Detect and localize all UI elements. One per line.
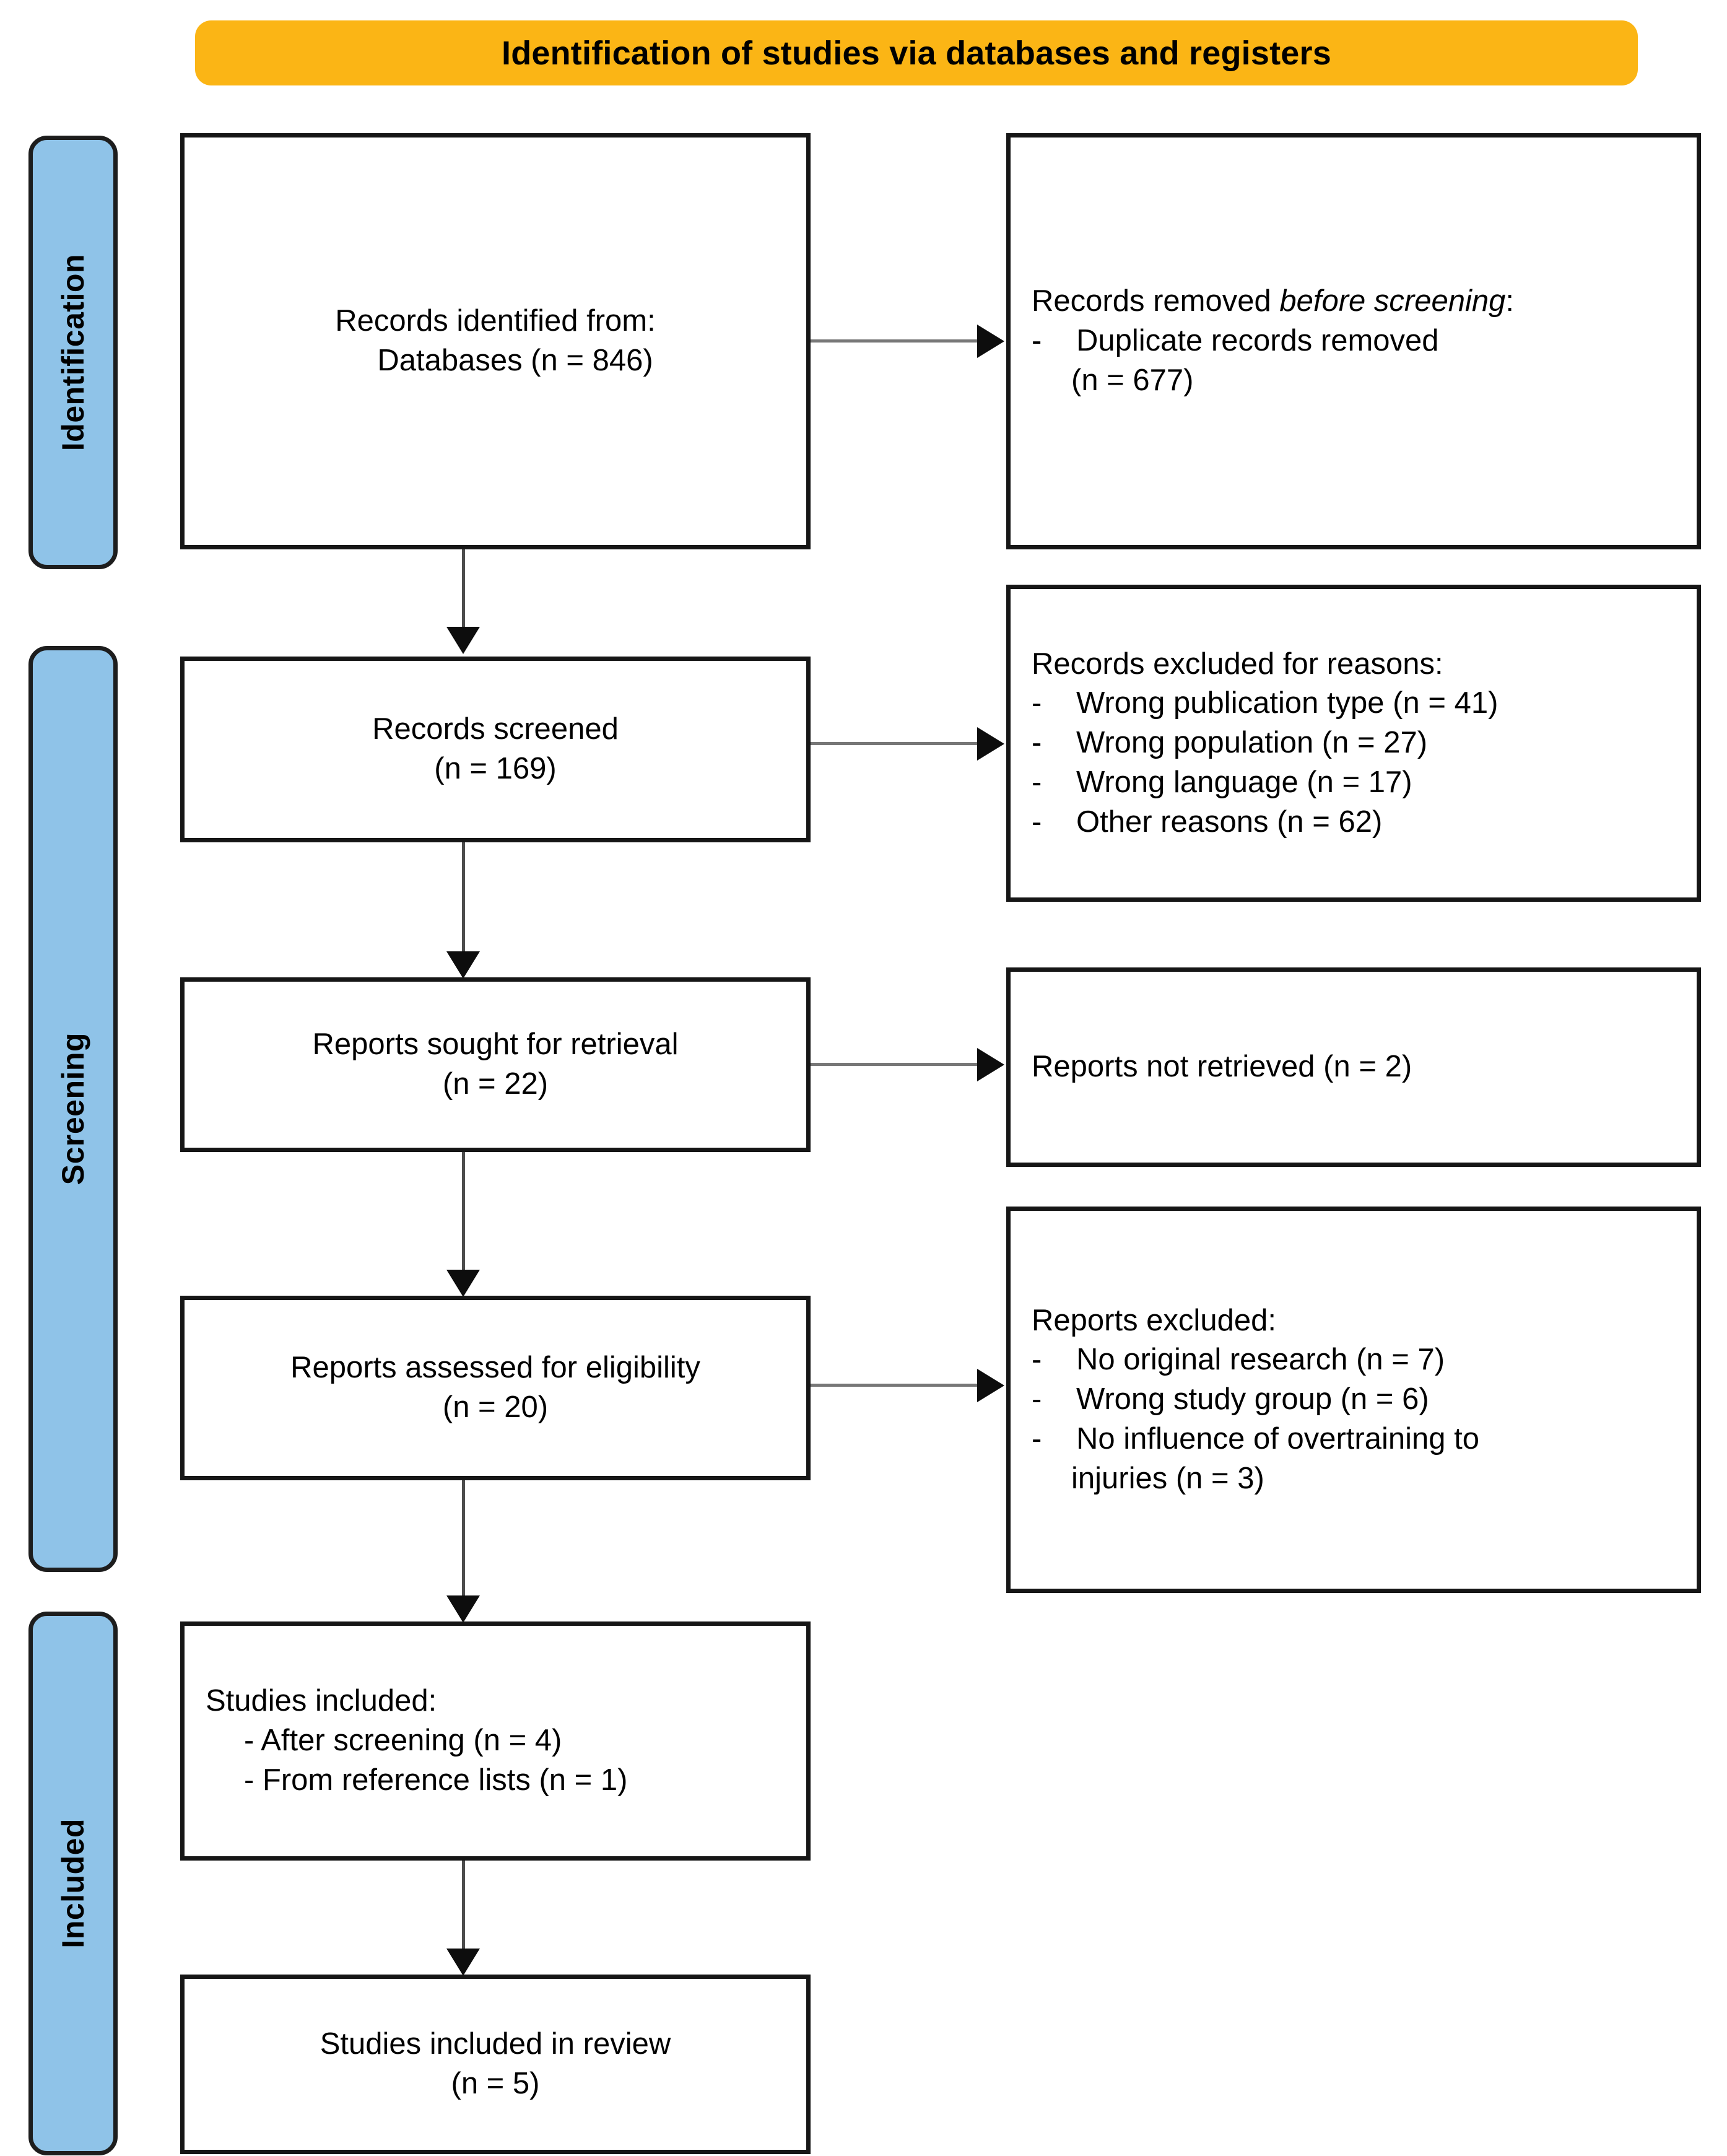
records-screened-line2: (n = 169) (434, 752, 557, 785)
connector-screened-to-excluded-line (811, 742, 979, 745)
connector-assessed-to-reportsexcluded-line (811, 1384, 979, 1387)
box-reports-assessed: Reports assessed for eligibility (n = 20… (180, 1296, 811, 1480)
stage-label-screening: Screening (56, 1032, 90, 1185)
connector-included-to-review-arrowhead (446, 1949, 480, 1976)
studies-included-line-b: - From reference lists (n = 1) (244, 1763, 628, 1797)
connector-identified-to-removed-line (811, 339, 979, 343)
bullet-dash-icon: - (1032, 1382, 1042, 1416)
bullet-dash-icon: - (1032, 1421, 1042, 1456)
reports-excluded-continuation: injuries (n = 3) (1071, 1461, 1264, 1495)
records-removed-title: Records removed before screening: (1032, 282, 1514, 321)
box-reports-not-retrieved: Reports not retrieved (n = 2) (1006, 967, 1701, 1167)
bullet-dash-icon: - (1032, 1343, 1042, 1377)
reports-not-retrieved-line1: Reports not retrieved (n = 2) (1032, 1050, 1412, 1084)
connector-sought-to-notretrieved-arrowhead (977, 1048, 1004, 1081)
reports-assessed-line1: Reports assessed for eligibility (290, 1351, 700, 1385)
studies-included-title: Studies included: (206, 1684, 437, 1718)
connector-sought-to-assessed-line (462, 1152, 465, 1273)
records-removed-title-end: : (1505, 284, 1514, 318)
reports-excluded-item: - No influence of overtraining to (1032, 1420, 1479, 1459)
records-removed-bullet-cont: (n = 677) (1071, 363, 1194, 397)
stage-tab-screening: Screening (28, 646, 118, 1572)
records-identified-line2: Databases (n = 846) (377, 344, 653, 377)
reports-excluded-item-text: Wrong study group (n = 6) (1076, 1382, 1429, 1416)
box-studies-included: Studies included: - After screening (n =… (180, 1621, 811, 1861)
box-records-excluded-reasons: Records excluded for reasons: - Wrong pu… (1006, 585, 1701, 902)
bullet-dash-icon: - (1032, 765, 1042, 799)
included-review-line1: Studies included in review (320, 2027, 671, 2061)
connector-assessed-to-reportsexcluded-arrowhead (977, 1369, 1004, 1402)
included-review-line2: (n = 5) (451, 2067, 540, 2100)
stage-label-included: Included (56, 1818, 90, 1949)
records-identified-line1: Records identified from: (335, 304, 656, 338)
box-records-identified: Records identified from: Databases (n = … (180, 133, 811, 549)
stage-label-identification: Identification (56, 253, 90, 452)
records-excluded-item-text: Other reasons (n = 62) (1076, 805, 1383, 839)
studies-included-line-a: - After screening (n = 4) (244, 1724, 562, 1758)
reports-excluded-item: - Wrong study group (n = 6) (1032, 1380, 1429, 1420)
connector-screened-to-sought-line (462, 842, 465, 955)
records-excluded-item-text: Wrong publication type (n = 41) (1076, 686, 1499, 720)
connector-screened-to-excluded-arrowhead (977, 727, 1004, 761)
box-reports-excluded: Reports excluded: - No original research… (1006, 1207, 1701, 1593)
reports-excluded-title: Reports excluded: (1032, 1303, 1276, 1337)
connector-identified-to-removed-arrowhead (977, 325, 1004, 358)
records-excluded-item: - Wrong publication type (n = 41) (1032, 684, 1498, 723)
reports-excluded-item: - No original research (n = 7) (1032, 1340, 1445, 1380)
box-studies-included-in-review: Studies included in review (n = 5) (180, 1975, 811, 2154)
connector-sought-to-notretrieved-line (811, 1063, 979, 1066)
stage-tab-identification: Identification (28, 136, 118, 569)
records-removed-bullet: - Duplicate records removed (1032, 321, 1439, 361)
records-excluded-item: - Other reasons (n = 62) (1032, 803, 1382, 842)
reports-assessed-line2: (n = 20) (442, 1390, 549, 1424)
connector-identified-to-screened-arrowhead (446, 627, 480, 654)
records-excluded-item: - Wrong population (n = 27) (1032, 723, 1427, 763)
records-excluded-title: Records excluded for reasons: (1032, 647, 1443, 681)
records-excluded-item-text: Wrong language (n = 17) (1076, 765, 1412, 799)
diagram-header-banner: Identification of studies via databases … (195, 20, 1638, 85)
stage-tab-included: Included (28, 1612, 118, 2155)
records-removed-title-plain: Records removed (1032, 284, 1280, 318)
bullet-dash-icon: - (1032, 805, 1042, 839)
records-excluded-item: - Wrong language (n = 17) (1032, 763, 1412, 803)
connector-sought-to-assessed-arrowhead (446, 1270, 480, 1297)
bullet-dash-icon: - (1032, 324, 1042, 358)
records-screened-line1: Records screened (372, 712, 619, 746)
box-reports-sought: Reports sought for retrieval (n = 22) (180, 977, 811, 1152)
connector-included-to-review-line (462, 1861, 465, 1952)
connector-assessed-to-included-arrowhead (446, 1595, 480, 1623)
connector-screened-to-sought-arrowhead (446, 951, 480, 979)
diagram-title: Identification of studies via databases … (502, 34, 1331, 72)
bullet-dash-icon: - (1032, 686, 1042, 720)
connector-assessed-to-included-line (462, 1480, 465, 1599)
connector-identified-to-screened-line (462, 549, 465, 631)
reports-excluded-item-text: No original research (n = 7) (1076, 1343, 1445, 1377)
box-records-removed: Records removed before screening: - Dupl… (1006, 133, 1701, 549)
box-records-screened: Records screened (n = 169) (180, 657, 811, 842)
bullet-dash-icon: - (1032, 726, 1042, 760)
reports-excluded-item-text: No influence of overtraining to (1076, 1421, 1479, 1456)
records-excluded-item-text: Wrong population (n = 27) (1076, 726, 1428, 760)
records-removed-title-italic: before screening (1279, 284, 1506, 318)
reports-sought-line1: Reports sought for retrieval (312, 1028, 679, 1062)
records-removed-bullet-text: Duplicate records removed (1076, 324, 1439, 358)
reports-sought-line2: (n = 22) (442, 1067, 549, 1101)
